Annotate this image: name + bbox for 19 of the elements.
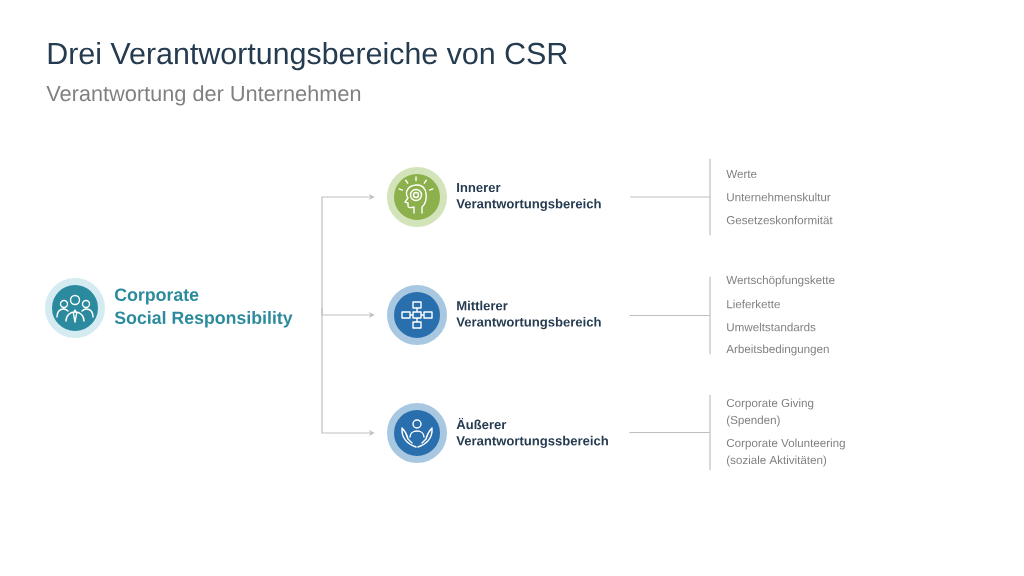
list-item: Unternehmenskultur <box>727 192 831 202</box>
connector-line <box>629 431 711 434</box>
node-heading: Äußerer Verantwortungssbereich <box>456 417 608 449</box>
list-item: Arbeitsbedingungen <box>726 344 829 356</box>
list-item: Umweltstandards <box>727 322 816 332</box>
list-item: Werte <box>726 169 757 179</box>
list-item: Wertschöpfungskette <box>726 275 835 287</box>
node-heading: Corporate Social Responsibility <box>114 288 293 328</box>
list-item: Gesetzeskonformität <box>726 215 833 225</box>
list-item: Corporate Volunteering (soziale Aktivitäten) <box>726 438 845 467</box>
connector-line <box>629 314 711 317</box>
connector-line <box>629 196 711 198</box>
node-heading: Innerer Verantwortungsbereich <box>456 183 601 211</box>
node-heading: Mittlerer Verantwortungsbereich <box>456 300 601 330</box>
list-item: Lieferkette <box>727 299 780 309</box>
title: Drei Verantwortungsbereiche von CSR <box>48 41 567 71</box>
arrow <box>321 193 375 309</box>
subtitle: Verantwortung der Unternehmen <box>46 85 361 106</box>
list-item: Corporate Giving (Spenden) <box>726 398 814 427</box>
